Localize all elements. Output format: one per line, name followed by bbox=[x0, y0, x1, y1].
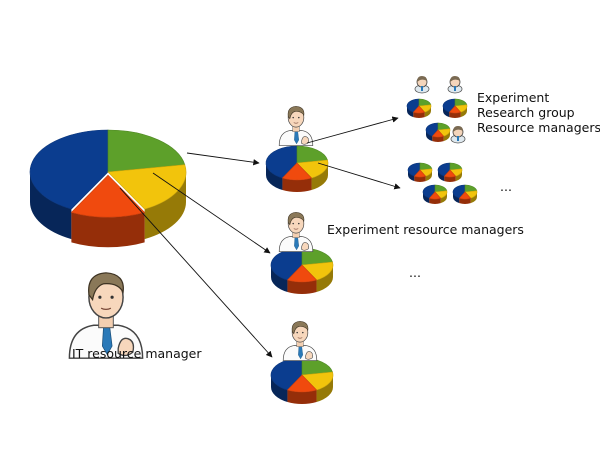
pie-side-red bbox=[287, 390, 317, 404]
arrow-to-pie-3 bbox=[119, 187, 273, 358]
group-pie-1b-icon bbox=[442, 98, 468, 119]
pie-slice-red bbox=[458, 191, 472, 200]
pie-slice-red bbox=[70, 174, 146, 218]
pie-slice-blue bbox=[29, 129, 109, 210]
pie-slice-red bbox=[443, 169, 457, 178]
experiment-pie-3-icon bbox=[270, 357, 334, 404]
pie-side-blue bbox=[266, 163, 283, 191]
pie-side-yellow bbox=[311, 163, 328, 191]
experiment-resource-managers-label: Experiment resource managers bbox=[327, 222, 524, 237]
arrow-to-group-1 bbox=[306, 116, 399, 144]
pie-slice-red bbox=[286, 264, 318, 283]
arrow-to-pie-1 bbox=[186, 152, 260, 166]
pie-side-red bbox=[71, 212, 145, 248]
pie-side-red bbox=[413, 112, 425, 119]
group-pie-1c-icon bbox=[425, 122, 451, 142]
pie-side-red bbox=[282, 178, 312, 193]
pie-side-blue bbox=[426, 130, 433, 142]
pie-side-blue bbox=[443, 106, 450, 118]
research-group-label: Research group bbox=[477, 105, 575, 120]
ellipsis-upper: ... bbox=[500, 179, 512, 194]
group-pie-1a-icon bbox=[406, 98, 432, 119]
group-pie-2a-icon bbox=[407, 162, 433, 183]
group-manager-1-person-icon bbox=[414, 76, 430, 94]
pie-side-red bbox=[432, 136, 444, 142]
pie-side-yellow bbox=[455, 170, 462, 182]
pie-slice-red bbox=[431, 129, 445, 138]
pie-side-blue bbox=[438, 170, 445, 182]
pie-slice-red bbox=[448, 105, 462, 114]
pie-side-yellow bbox=[460, 106, 467, 118]
pie-slice-red bbox=[286, 374, 318, 393]
pie-slice-blue bbox=[265, 145, 298, 179]
pie-side-red bbox=[287, 280, 317, 294]
pie-side-red bbox=[429, 198, 441, 205]
pie-slice-red bbox=[413, 169, 427, 178]
pie-side-blue bbox=[407, 106, 414, 118]
pie-slice-yellow bbox=[296, 159, 329, 179]
pie-side-yellow bbox=[316, 375, 333, 403]
group-manager-3-person-icon bbox=[450, 126, 466, 144]
pie-chart-layer bbox=[29, 98, 478, 404]
group-pie-2d-icon bbox=[452, 184, 478, 205]
pie-side-yellow bbox=[424, 106, 431, 118]
arrow-to-pie-2 bbox=[152, 172, 271, 254]
group-pie-2c-icon bbox=[422, 184, 448, 205]
experiment-manager-1-person-icon bbox=[278, 106, 314, 146]
pie-side-red bbox=[459, 198, 471, 205]
it-resource-manager-label: IT resource manager bbox=[72, 346, 202, 361]
group-manager-2-person-icon bbox=[447, 76, 463, 94]
pie-side-yellow bbox=[443, 130, 450, 142]
pie-side-blue bbox=[30, 172, 72, 240]
it-resource-manager-person-icon bbox=[68, 272, 144, 359]
experiment-manager-2-person-icon bbox=[278, 212, 314, 252]
pie-side-yellow bbox=[144, 172, 186, 240]
pie-side-yellow bbox=[470, 192, 477, 204]
resource-managers-label: Resource managers bbox=[477, 120, 600, 135]
pie-side-yellow bbox=[440, 192, 447, 204]
experiment-pie-2-icon bbox=[270, 247, 334, 294]
person-layer bbox=[68, 76, 466, 361]
experiment-pie-1-icon bbox=[265, 145, 329, 193]
experiment-manager-3-person-icon bbox=[282, 321, 318, 361]
arrow-layer bbox=[119, 116, 401, 358]
main-pie-chart-icon bbox=[29, 129, 187, 248]
pie-side-yellow bbox=[425, 170, 432, 182]
pie-side-blue bbox=[408, 170, 415, 182]
pie-slice-yellow bbox=[301, 371, 334, 391]
pie-side-yellow bbox=[316, 265, 333, 293]
pie-side-red bbox=[414, 176, 426, 183]
experiment-label: Experiment bbox=[477, 90, 550, 105]
pie-slice-green bbox=[107, 129, 186, 173]
pie-slice-red bbox=[428, 191, 442, 200]
pie-slice-green bbox=[296, 145, 328, 164]
pie-slice-red bbox=[412, 105, 426, 114]
pie-side-blue bbox=[453, 192, 460, 204]
arrow-to-group-2 bbox=[317, 162, 401, 190]
group-pie-2b-icon bbox=[437, 162, 463, 183]
pie-slice-yellow bbox=[301, 261, 334, 281]
pie-side-red bbox=[449, 112, 461, 119]
pie-side-blue bbox=[423, 192, 430, 204]
pie-side-blue bbox=[271, 265, 288, 293]
pie-side-red bbox=[444, 176, 456, 183]
ellipsis-lower: ... bbox=[409, 265, 421, 280]
pie-slice-red bbox=[281, 162, 313, 181]
pie-side-blue bbox=[271, 375, 288, 403]
